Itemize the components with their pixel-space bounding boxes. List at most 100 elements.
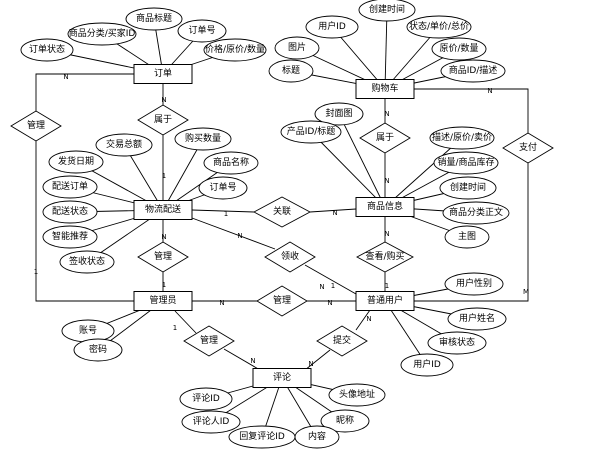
attribute-label: 账号 <box>79 325 97 336</box>
attribute-ellipse <box>73 338 123 362</box>
attribute-ellipse <box>433 151 499 175</box>
attribute-ellipse <box>328 383 386 407</box>
attribute-ellipse <box>203 38 267 62</box>
attribute-label: 审核状态 <box>439 336 475 348</box>
relationship-label: 属于 <box>154 114 172 125</box>
attribute-a_ship_date: 发货日期 <box>48 150 104 174</box>
attribute-label: 评论人ID <box>193 415 230 427</box>
cardinality-label: N <box>332 209 337 217</box>
relationship-label: 关联 <box>273 205 291 217</box>
attribute-ellipse <box>280 120 342 144</box>
attribute-label: 用户性别 <box>456 277 492 289</box>
relationship-link <box>355 309 371 331</box>
attribute-ellipse <box>358 0 416 22</box>
attribute-ellipse <box>442 201 510 225</box>
attribute-a_dispatch_status: 配送状态 <box>42 200 98 224</box>
diagram-shapes: 订单购物车物流配送商品信息管理员普通用户评论管理属于属于支付关联管理查看/购买领… <box>10 0 554 449</box>
cardinality-label: 1 <box>34 268 38 276</box>
cardinality-label: N <box>250 357 255 365</box>
attribute-ellipse <box>42 175 98 199</box>
attribute-a_reply_id: 回复评论ID <box>228 425 296 449</box>
attribute-label: 用户姓名 <box>459 312 495 324</box>
cardinality-label: N <box>308 360 313 368</box>
entity-logistics: 物流配送 <box>133 200 193 220</box>
relationship-diamond <box>137 241 189 273</box>
attribute-label: 图片 <box>288 41 306 53</box>
relationship-link <box>191 209 255 213</box>
attribute-label: 订单号 <box>188 24 215 36</box>
cardinality-label: 1 <box>385 282 389 290</box>
cardinality-label: 1 <box>162 281 166 289</box>
relationship-link <box>35 73 134 111</box>
attribute-label: 主图 <box>458 230 476 242</box>
entity-label: 商品信息 <box>367 200 403 212</box>
attribute-ellipse <box>294 425 340 449</box>
entity-box <box>133 291 193 311</box>
attribute-label: 发货日期 <box>58 155 94 167</box>
attribute-ellipse <box>314 102 364 126</box>
relationship-link <box>223 348 261 371</box>
attribute-ellipse <box>431 37 487 61</box>
attribute-ellipse <box>59 250 115 274</box>
attribute-ellipse <box>67 22 137 46</box>
attribute-a_cat_buyer: 商品分类/买家ID <box>67 22 137 46</box>
attribute-label: 订单状态 <box>29 43 65 55</box>
entity-box <box>355 79 415 99</box>
attribute-a_nickname: 昵称 <box>320 409 370 433</box>
cardinality-label: N <box>384 110 389 118</box>
attribute-label: 内容 <box>308 430 326 442</box>
attribute-label: 昵称 <box>336 414 354 426</box>
attribute-label: 商品ID/描述 <box>449 64 498 76</box>
cardinality-label: 1 <box>224 210 228 218</box>
relationship-link <box>191 217 276 250</box>
cardinality-label: 1 <box>162 172 166 180</box>
relationship-diamond <box>183 325 235 357</box>
attribute-a_account: 账号 <box>61 319 115 343</box>
attribute-ellipse <box>320 409 370 433</box>
attribute-ellipse <box>439 176 497 200</box>
attribute-a_prod_name: 商品名称 <box>203 151 259 175</box>
attribute-a_avatar: 头像地址 <box>328 383 386 407</box>
attribute-a_comment_id: 评论ID <box>179 387 233 411</box>
attribute-label: 用户ID <box>413 358 441 370</box>
cardinality-label: N <box>63 73 68 81</box>
cardinality-label: N <box>366 315 371 323</box>
relationship-label: 管理 <box>154 250 172 262</box>
attribute-a_desc_orig_sale: 描述/原价/卖价 <box>429 126 495 150</box>
attribute-a_cart_title: 标题 <box>268 59 314 83</box>
cardinality-label: N <box>237 232 242 240</box>
relationship-r_manage_log: 管理 <box>137 241 189 273</box>
attribute-a_cart_ctime: 创建时间 <box>358 0 416 22</box>
attribute-label: 销量/商品库存 <box>437 156 494 168</box>
attribute-ellipse <box>42 225 98 249</box>
attribute-label: 创建时间 <box>369 3 405 15</box>
attribute-link <box>338 113 386 208</box>
relationship-label: 属于 <box>376 132 394 143</box>
attribute-ellipse <box>400 353 454 377</box>
relationship-diamond <box>356 241 414 273</box>
attribute-label: 签收状态 <box>69 255 105 267</box>
attribute-a_order_no: 订单号 <box>177 19 227 43</box>
attribute-ellipse <box>444 225 490 249</box>
attribute-a_state_unit_total: 状态/单价/总价 <box>406 15 472 39</box>
attribute-a_password: 密码 <box>73 338 123 362</box>
attribute-ellipse <box>268 59 314 83</box>
cardinality-label: 1 <box>331 282 335 290</box>
attribute-label: 配送状态 <box>52 205 88 217</box>
relationship-link <box>174 310 197 334</box>
attribute-label: 购买数量 <box>185 132 221 144</box>
attribute-a_cat_text: 商品分类正文 <box>442 201 510 225</box>
attribute-ellipse <box>429 126 495 150</box>
relationship-label: 管理 <box>273 294 291 306</box>
relationship-diamond <box>253 196 311 228</box>
relationship-label: 提交 <box>333 334 351 346</box>
entity-order: 订单 <box>133 64 193 84</box>
attribute-label: 智能推荐 <box>52 230 88 242</box>
attribute-a_image: 图片 <box>274 36 320 60</box>
attribute-link <box>162 138 204 211</box>
relationship-label: 管理 <box>27 119 45 131</box>
attribute-label: 商品分类正文 <box>449 206 503 218</box>
attribute-a_prod_desc: 商品ID/描述 <box>440 59 506 83</box>
relationship-diamond <box>316 325 368 357</box>
